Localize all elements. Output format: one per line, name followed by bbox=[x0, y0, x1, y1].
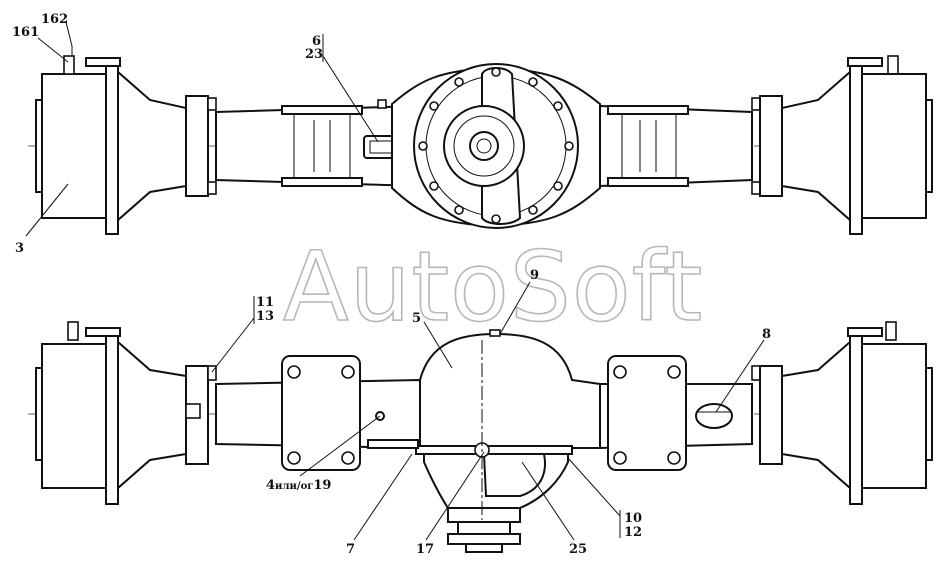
label-13: 13 bbox=[256, 309, 274, 324]
top-right-bleeder bbox=[887, 55, 899, 75]
bottom-right-taper bbox=[781, 339, 851, 491]
bottom-right-spring-seat bbox=[607, 355, 687, 471]
leader-7 bbox=[353, 453, 413, 541]
bottom-left-taper bbox=[117, 339, 187, 491]
leader-162 bbox=[65, 21, 73, 56]
leader-25 bbox=[521, 461, 575, 541]
leader-10-12 bbox=[567, 457, 621, 517]
top-left-brake-drum bbox=[41, 73, 107, 219]
bottom-right-hub bbox=[781, 321, 933, 505]
label-23: 23 bbox=[305, 47, 323, 62]
label-6: 6 bbox=[312, 34, 321, 49]
bottom-center-housing bbox=[419, 332, 601, 449]
label-10: 10 bbox=[624, 511, 642, 526]
label-4-or: или/ог bbox=[275, 481, 313, 492]
top-left-taper bbox=[117, 69, 187, 223]
bottom-right-flange bbox=[849, 327, 863, 505]
label-4: 4 bbox=[266, 478, 275, 493]
leader-161 bbox=[37, 37, 69, 63]
leader-4-19 bbox=[299, 415, 381, 477]
leader-8 bbox=[715, 339, 765, 413]
top-left-flange bbox=[105, 59, 119, 235]
label-162: 162 bbox=[41, 12, 68, 27]
top-right-taper bbox=[781, 69, 851, 223]
top-right-spring-pad bbox=[607, 105, 689, 115]
label-161: 161 bbox=[12, 25, 39, 40]
bottom-left-flange bbox=[105, 327, 119, 505]
label-4-or-19: 4или/ог19 bbox=[266, 478, 331, 493]
label-9: 9 bbox=[530, 268, 539, 283]
label-12: 12 bbox=[624, 525, 642, 540]
label-17: 17 bbox=[416, 542, 434, 557]
bottom-view: 9 11 13 5 8 4или/ог19 7 17 25 10 12 bbox=[28, 268, 933, 557]
label-8: 8 bbox=[762, 327, 771, 342]
label-3: 3 bbox=[15, 241, 24, 256]
label-7: 7 bbox=[346, 542, 355, 557]
bottom-left-spring-seat bbox=[281, 355, 361, 471]
bottom-right-brake-drum bbox=[861, 343, 927, 489]
top-left-spring-pad bbox=[281, 105, 363, 115]
bottom-breather bbox=[489, 329, 501, 337]
top-left-hub bbox=[35, 55, 187, 235]
label-5: 5 bbox=[412, 311, 421, 326]
label-11: 11 bbox=[256, 295, 274, 310]
label-19: 19 bbox=[313, 478, 331, 493]
top-carrier-bolts bbox=[418, 67, 574, 224]
bottom-left-hub bbox=[35, 321, 187, 505]
top-right-hub bbox=[781, 55, 933, 235]
top-left-bleeder bbox=[63, 55, 75, 75]
label-25: 25 bbox=[569, 542, 587, 557]
bottom-left-brake-drum bbox=[41, 343, 107, 489]
bottom-cover-lip bbox=[415, 445, 573, 455]
bottom-filler-plug bbox=[695, 403, 733, 429]
top-right-flange bbox=[849, 59, 863, 235]
bottom-pinion-flange bbox=[447, 533, 521, 545]
leader-5 bbox=[423, 321, 453, 369]
top-view: 162 161 6 23 3 bbox=[12, 12, 933, 256]
watermark: AutoSoft bbox=[283, 231, 703, 343]
bottom-pinion-housing bbox=[447, 507, 521, 523]
leader-17 bbox=[425, 451, 485, 541]
top-right-brake-drum bbox=[861, 73, 927, 219]
leader-11-13 bbox=[211, 317, 255, 373]
leader-9 bbox=[499, 281, 531, 335]
leader-6-23 bbox=[322, 55, 379, 143]
leader-3 bbox=[25, 183, 69, 237]
